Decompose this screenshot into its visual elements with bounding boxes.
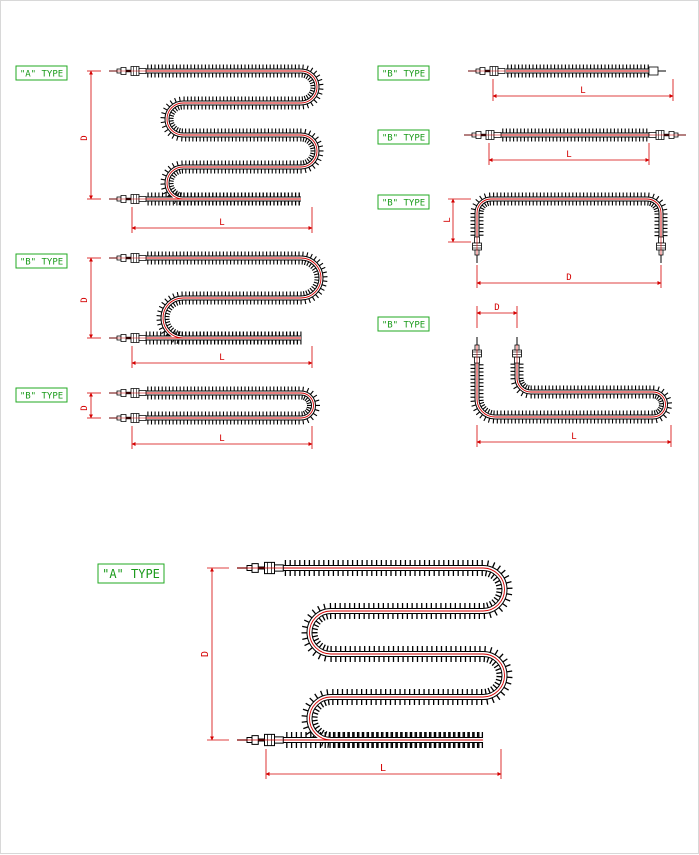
dimension-label: L — [571, 432, 576, 442]
type-label: "B" TYPE — [20, 258, 63, 268]
terminal-left — [109, 67, 146, 76]
label-tag: "B" TYPE — [16, 388, 67, 402]
dimension-label: D — [494, 303, 499, 313]
heater-a-type-large: "A" TYPE D L — [98, 560, 512, 779]
heater-b-type-double-bend: "B" TYPE D L — [16, 252, 327, 369]
dimension-l: L — [493, 79, 673, 101]
dimension-label: D — [200, 651, 211, 657]
label-tag: "A" TYPE — [16, 66, 67, 80]
terminal-left — [109, 334, 146, 343]
dimension-d: D — [477, 265, 661, 288]
dimension-label: L — [443, 217, 453, 222]
label-tag: "B" TYPE — [378, 317, 429, 331]
dimension-label: L — [380, 763, 386, 774]
tube-end-cap — [649, 67, 666, 75]
type-label: "B" TYPE — [382, 134, 425, 144]
heater-b-type-hairpin: "B" TYPE D L — [16, 387, 320, 450]
heater-b-type-straight-single: "B" TYPE L — [378, 65, 673, 102]
heater-b-type-u-shape: "B" TYPE L D — [378, 193, 668, 289]
terminal-left — [468, 67, 505, 76]
dimension-label: D — [80, 405, 90, 410]
dimension-label: L — [219, 353, 224, 363]
type-label: "B" TYPE — [382, 199, 425, 209]
label-tag: "B" TYPE — [16, 254, 67, 268]
dimension-l: L — [132, 346, 312, 368]
terminal-left — [109, 254, 146, 263]
label-tag: "B" TYPE — [378, 130, 429, 144]
terminal-down — [473, 237, 482, 263]
heater-tube — [477, 363, 666, 417]
heater-b-type-straight-double: "B" TYPE L — [378, 129, 686, 166]
type-label: "B" TYPE — [382, 321, 425, 331]
type-label: "A" TYPE — [20, 70, 63, 80]
dimension-label: L — [566, 150, 571, 160]
dimension-l: L — [443, 199, 471, 242]
terminal-left — [237, 562, 283, 573]
dimension-d: D — [477, 303, 517, 328]
terminal-up — [473, 337, 482, 363]
tube-core — [146, 258, 321, 338]
terminal-up — [513, 337, 522, 363]
dimension-d: D — [200, 568, 229, 740]
dimension-label: L — [219, 434, 224, 444]
type-label: "A" TYPE — [102, 567, 160, 581]
dimension-l: L — [132, 207, 312, 233]
terminal-left — [109, 414, 146, 423]
terminal-left — [109, 195, 146, 204]
type-label: "B" TYPE — [382, 70, 425, 80]
heater-b-type-l-shape: "B" TYPE D L — [378, 303, 672, 447]
dimension-l: L — [489, 143, 649, 165]
tube-core — [146, 71, 317, 199]
terminal-left — [237, 734, 283, 745]
terminal-left — [109, 389, 146, 398]
dimension-label: L — [219, 218, 224, 228]
type-label: "B" TYPE — [20, 392, 63, 402]
terminal-right — [649, 131, 686, 140]
dimension-label: D — [566, 273, 571, 283]
terminal-down — [657, 237, 666, 263]
dimension-l: L — [477, 425, 671, 447]
dimension-l: L — [132, 426, 312, 449]
dimension-label: L — [580, 86, 585, 96]
dimension-label: D — [80, 297, 90, 302]
heater-a-type-small: "A" TYPE D L — [16, 65, 324, 234]
label-tag: "B" TYPE — [378, 66, 429, 80]
dimension-d: D — [80, 393, 101, 418]
dimension-d: D — [80, 71, 101, 199]
label-tag: "B" TYPE — [378, 195, 429, 209]
dimension-label: D — [80, 135, 90, 140]
terminal-left — [464, 131, 501, 140]
dimension-l: L — [266, 749, 501, 779]
dimension-d: D — [80, 258, 101, 338]
label-tag: "A" TYPE — [98, 564, 164, 583]
